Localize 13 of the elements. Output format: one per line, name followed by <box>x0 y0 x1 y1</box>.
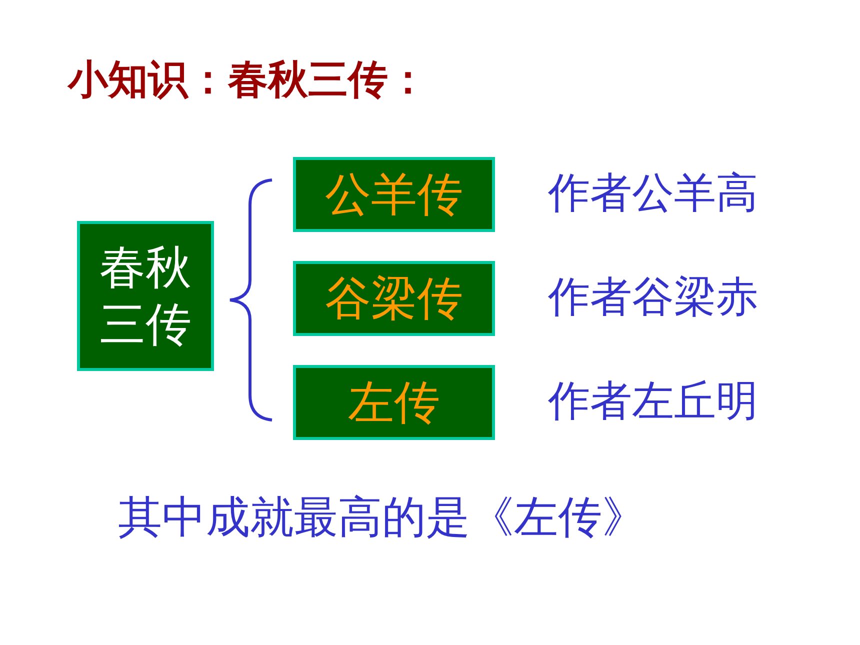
label-box <box>293 157 495 232</box>
title: 小知识：春秋三传： <box>68 56 428 105</box>
box-label: 春秋三传 <box>98 238 192 353</box>
label-box <box>293 261 495 336</box>
label-box <box>77 221 214 371</box>
author-note: 作者谷梁赤 <box>548 271 758 323</box>
box-label: 左传 <box>348 374 440 431</box>
author-note: 作者左丘明 <box>548 375 758 427</box>
caption: 其中成就最高的是《左传》 <box>118 491 646 545</box>
box-label: 公羊传 <box>325 166 463 223</box>
box-label: 谷梁传 <box>325 270 463 327</box>
author-note: 作者公羊高 <box>548 167 758 219</box>
label-box <box>293 365 495 440</box>
